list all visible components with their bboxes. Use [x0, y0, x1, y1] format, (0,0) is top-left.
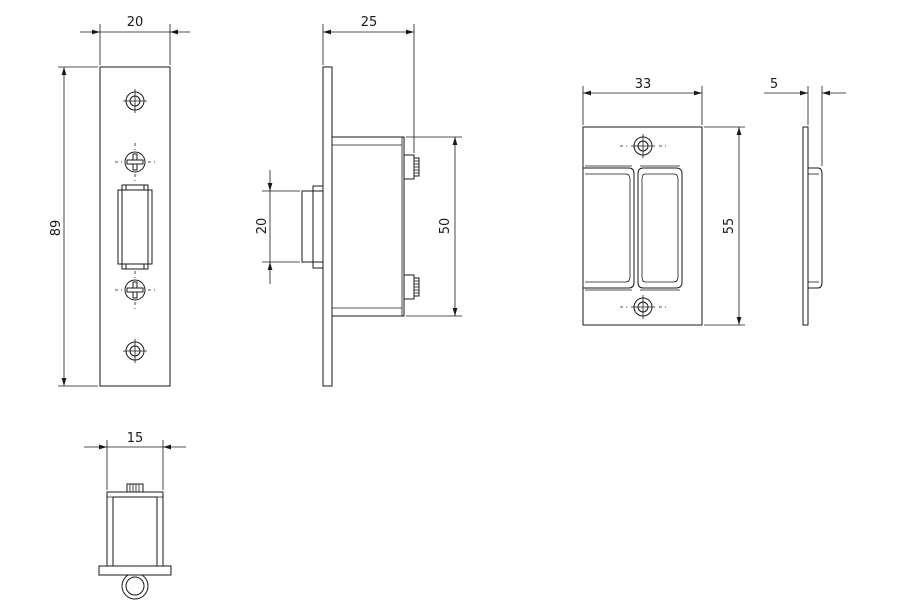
mounting-hole-icon [123, 339, 147, 363]
dimension-label: 33 [635, 77, 652, 92]
dimension-label: 55 [722, 218, 737, 235]
strike-pocket-right [637, 165, 683, 291]
screw-head-icon [115, 271, 155, 309]
strike-plate-side-view: 5 [764, 77, 846, 326]
mounting-hole-icon [123, 89, 147, 113]
lock-side-view: 25 20 50 [255, 15, 462, 387]
dimension-label: 5 [770, 77, 778, 92]
dimension-bolt-height: 20 [255, 170, 300, 284]
dimension-label: 20 [255, 218, 270, 235]
dimension-label: 89 [49, 220, 64, 237]
dimension-body-height: 50 [406, 136, 462, 317]
dimension-label: 15 [127, 431, 144, 446]
latch-bolt [301, 185, 324, 269]
faceplate-front-view: 20 89 [49, 15, 190, 387]
dimension-strike-height: 55 [704, 126, 745, 326]
dimension-label: 25 [361, 15, 378, 30]
strike-pocket-left [583, 165, 635, 291]
adjustment-screw-icon [126, 483, 144, 493]
dimension-label: 50 [438, 218, 453, 235]
mounting-hole-icon [620, 134, 666, 158]
bolt-end-icon [121, 572, 149, 600]
mounting-hole-icon [620, 295, 666, 319]
dimension-faceplate-height: 89 [49, 66, 98, 387]
adjustment-screw-icon [403, 154, 420, 180]
dimension-strike-thickness: 5 [764, 77, 846, 166]
dimension-body-depth: 25 [322, 15, 415, 153]
bolt-opening [117, 184, 153, 270]
screw-head-icon [115, 143, 155, 181]
lock-end-view: 15 [84, 431, 186, 600]
dimension-end-width: 15 [84, 431, 186, 490]
dimension-label: 20 [127, 15, 144, 30]
dimension-strike-width: 33 [582, 77, 703, 125]
adjustment-screw-icon [403, 274, 420, 300]
strike-plate-front-view: 33 55 [582, 77, 745, 326]
dimension-faceplate-width: 20 [80, 15, 190, 65]
